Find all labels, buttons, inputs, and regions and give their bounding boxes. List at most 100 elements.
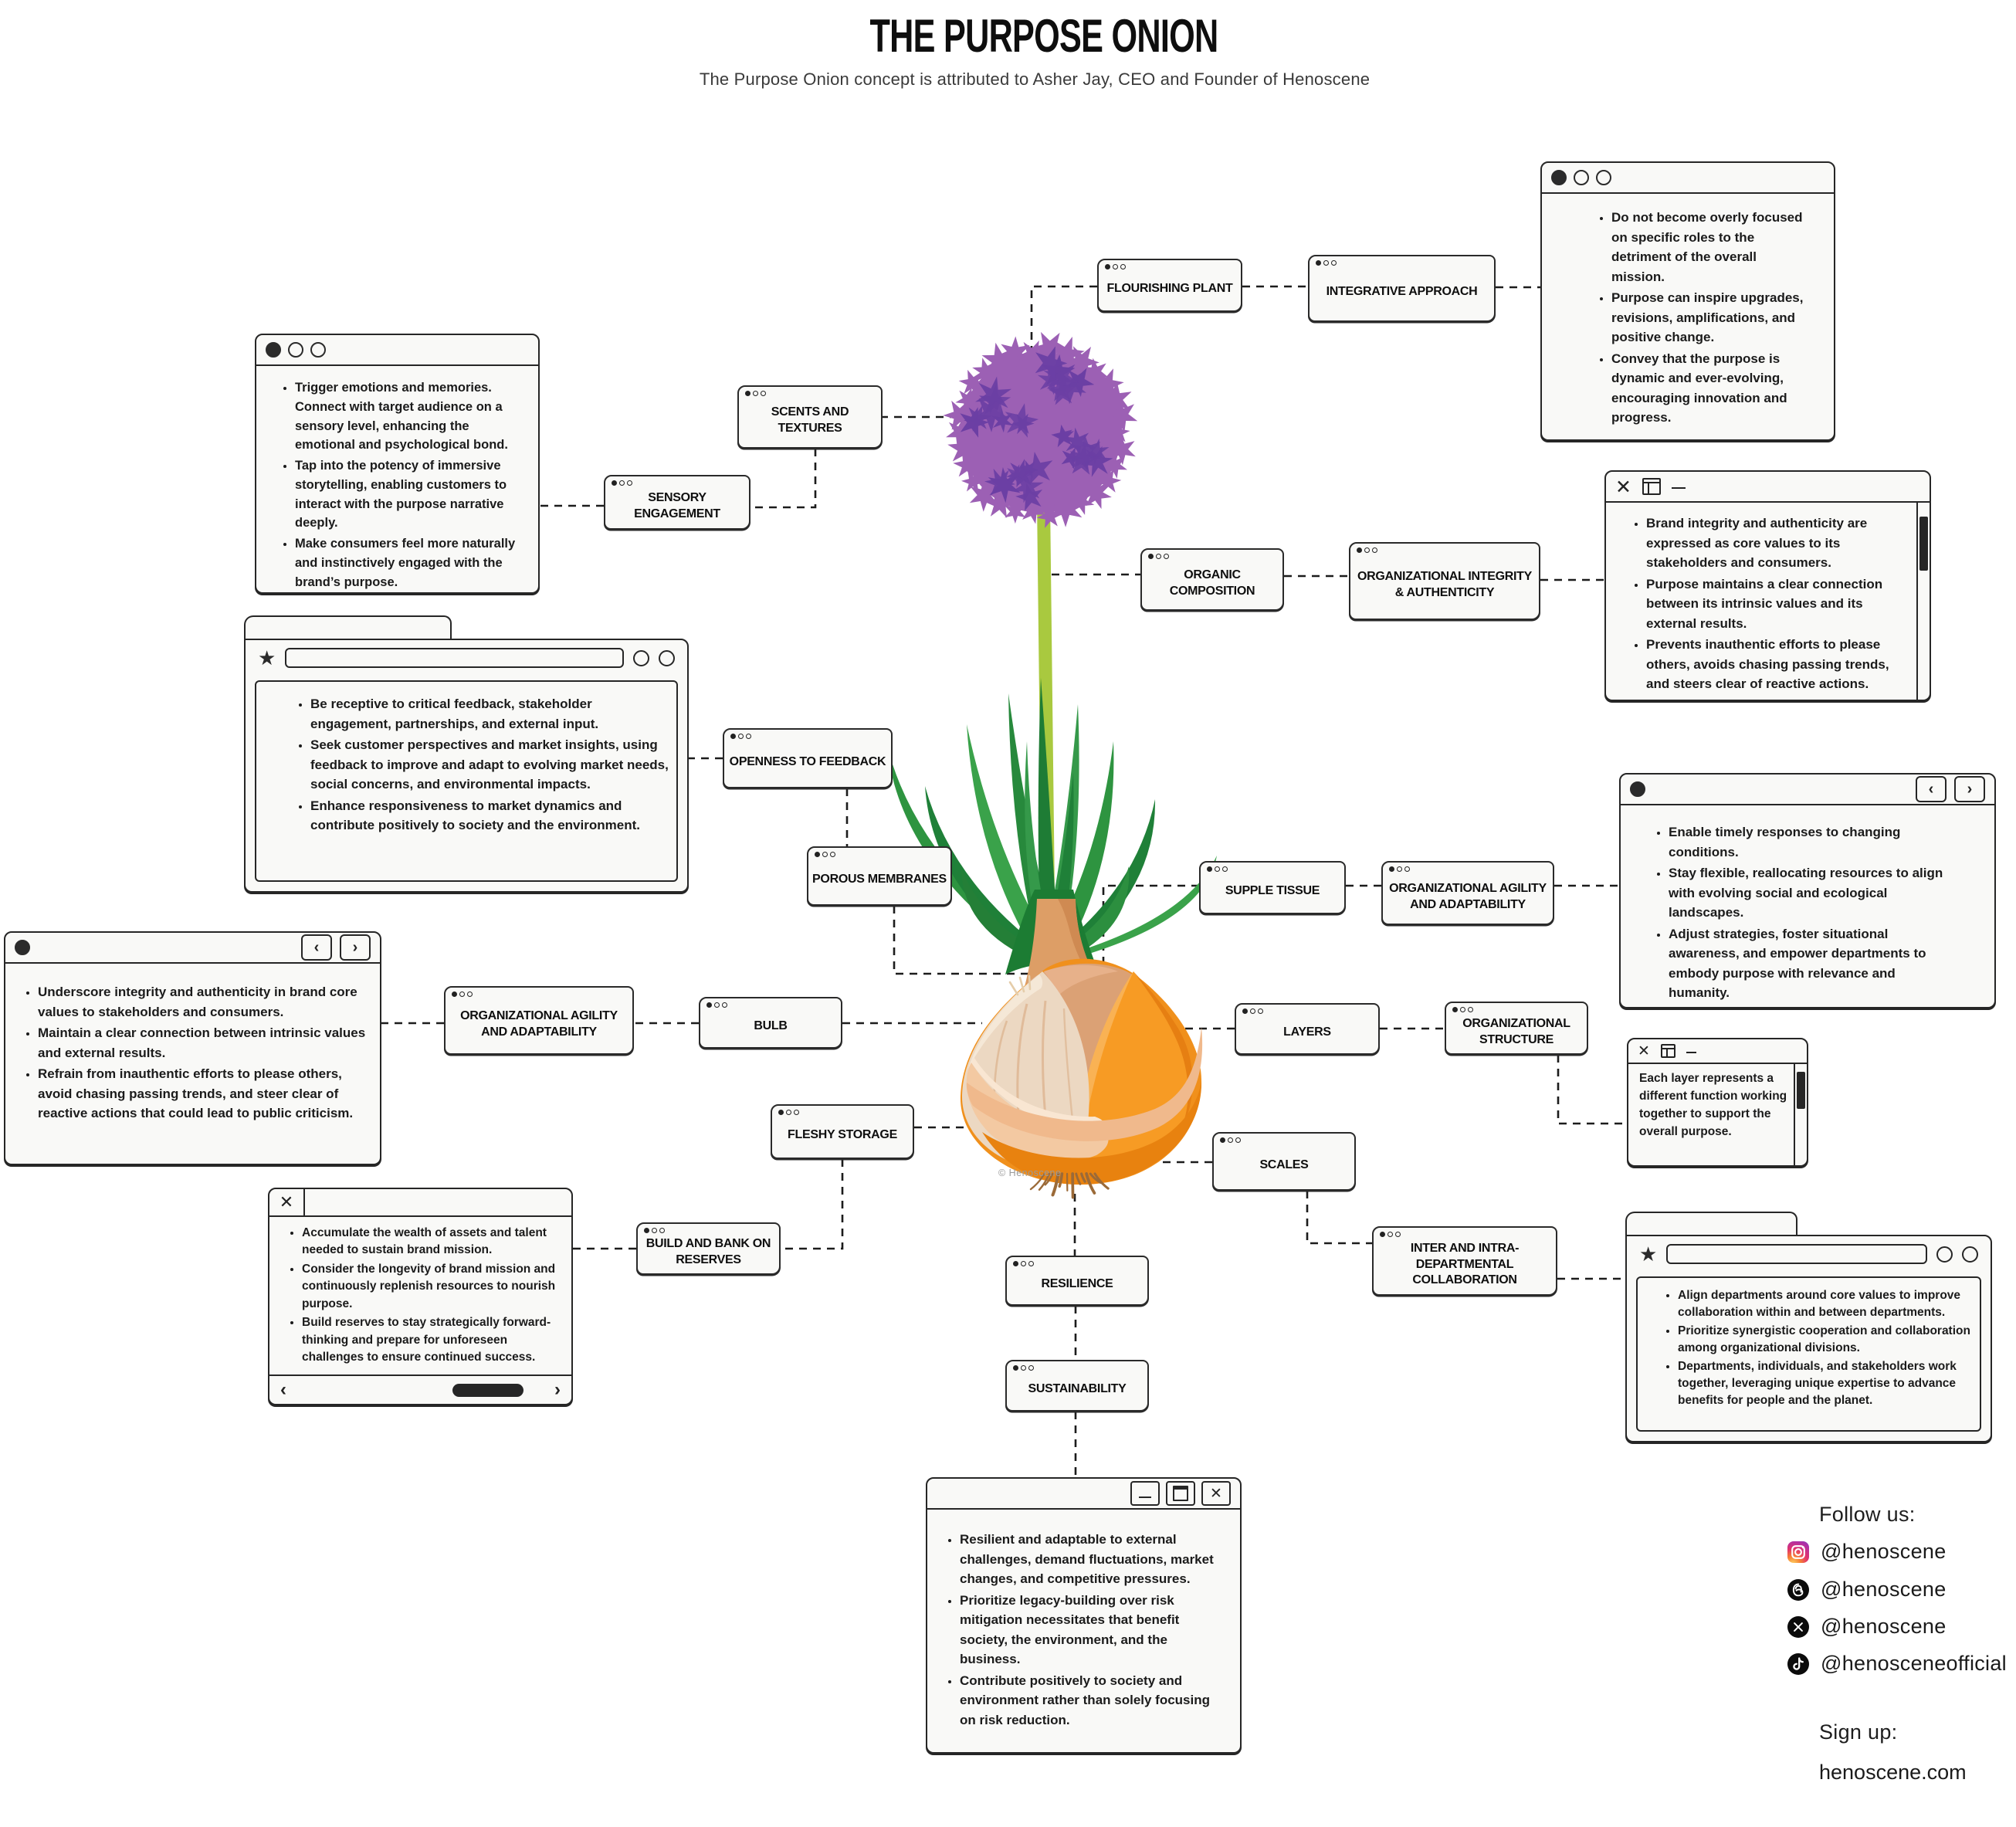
horizontal-scrollbar: ‹ › — [269, 1374, 571, 1404]
window-titlebar: ✕ — [1606, 472, 1930, 503]
window-openness-feedback-notes: ★ Be receptive to critical feedback, sta… — [244, 615, 689, 893]
window-dot-icon — [1551, 170, 1567, 185]
bullet-item: Seek customer perspectives and market in… — [310, 735, 669, 795]
bullet-item: Stay flexible, reallocating resources to… — [1669, 863, 1959, 923]
bullet-item: Do not become overly focused on specific… — [1611, 208, 1811, 286]
bullet-item: Consider the longevity of brand mission … — [302, 1261, 564, 1313]
close-icon: ✕ — [1638, 1042, 1650, 1059]
window-dot-icon — [633, 649, 649, 666]
pane-icon — [1642, 478, 1661, 495]
social-threads-row: @henoscene — [1787, 1578, 1947, 1602]
window-content: Be receptive to critical feedback, stake… — [255, 680, 678, 882]
window-dot-icon — [1936, 1246, 1953, 1263]
node-openness-to-feedback: OPENNESS TO FEEDBACK — [723, 728, 893, 788]
window-dots-icon — [1357, 547, 1377, 553]
scroll-left-icon: ‹ — [280, 1379, 286, 1400]
close-icon: ✕ — [269, 1189, 305, 1215]
bullet-list: Trigger emotions and memories. Connect w… — [275, 378, 527, 591]
window-titlebar: ✕ — [927, 1479, 1240, 1510]
minimize-icon — [1130, 1481, 1160, 1506]
bullet-item: Departments, individuals, and stakeholde… — [1678, 1358, 1974, 1409]
minimize-icon — [1671, 486, 1686, 490]
back-button-icon: ‹ — [1916, 776, 1947, 802]
window-content: Brand integrity and authenticity are exp… — [1606, 503, 1930, 700]
window-titlebar: ✕ — [1628, 1039, 1807, 1064]
window-dots-icon — [1148, 554, 1169, 559]
bullet-list: Align departments around core values to … — [1655, 1287, 1974, 1409]
star-icon: ★ — [258, 646, 276, 669]
bullet-item: Resilient and adaptable to external chal… — [960, 1530, 1228, 1589]
window-sensory-engagement-notes: Trigger emotions and memories. Connect w… — [255, 334, 540, 594]
window-dots-icon — [644, 1228, 665, 1233]
node-layers: LAYERS — [1235, 1003, 1380, 1055]
window-dot-icon — [1596, 170, 1611, 185]
page-title: THE PURPOSE ONION — [869, 10, 1218, 62]
window-dots-icon — [778, 1110, 799, 1115]
allium-flower — [943, 331, 1138, 528]
node-porous-membranes: POROUS MEMBRANES — [807, 846, 952, 906]
node-sustainability: SUSTAINABILITY — [1005, 1360, 1149, 1412]
node-scales: SCALES — [1212, 1132, 1356, 1191]
bullet-item: Underscore integrity and authenticity in… — [38, 982, 366, 1022]
bullet-item: Tap into the potency of immersive storyt… — [295, 456, 527, 533]
forward-button-icon: › — [1954, 776, 1985, 802]
scroll-thumb — [1797, 1072, 1805, 1109]
bullet-item: Refrain from inauthentic efforts to plea… — [38, 1064, 366, 1124]
window-dots-icon — [1242, 1008, 1263, 1014]
window-titlebar: ✕ — [269, 1189, 571, 1217]
bullet-item: Build reserves to stay strategically for… — [302, 1314, 564, 1366]
social-handle: @henoscene — [1821, 1540, 1947, 1563]
window-content: Align departments around core values to … — [1636, 1276, 1981, 1432]
window-dot-icon — [1630, 781, 1645, 797]
copyright-watermark: © Henoscene — [998, 1168, 1062, 1178]
node-bulb: BULB — [699, 997, 842, 1049]
page-subtitle: The Purpose Onion concept is attributed … — [699, 69, 1371, 89]
social-instagram-row: @henoscene — [1787, 1540, 1947, 1564]
maximize-icon — [1166, 1481, 1195, 1506]
note-text: Each layer represents a different functi… — [1639, 1072, 1787, 1138]
bullet-item: Be receptive to critical feedback, stake… — [310, 694, 669, 734]
onion-bulb — [960, 899, 1203, 1199]
window-dots-icon — [452, 991, 473, 997]
threads-icon — [1787, 1578, 1809, 1601]
close-icon: ✕ — [1615, 475, 1631, 498]
node-flourishing-plant: FLOURISHING PLANT — [1097, 259, 1242, 312]
window-dots-icon — [1105, 264, 1126, 269]
node-sensory-engagement: SENSORY ENGAGEMENT — [604, 475, 750, 530]
node-inter-intra-departmental-collaboration: INTER AND INTRA- DEPARTMENTAL COLLABORAT… — [1372, 1226, 1557, 1296]
window-dots-icon — [815, 852, 835, 857]
node-integrative-approach: INTEGRATIVE APPROACH — [1308, 255, 1496, 322]
window-collaboration-notes: ★ Align departments around core values t… — [1625, 1212, 1992, 1442]
node-organic-composition: ORGANIC COMPOSITION — [1140, 548, 1284, 611]
window-integrative-approach-notes: Do not become overly focused on specific… — [1540, 161, 1835, 441]
address-bar — [285, 648, 624, 668]
window-content: Trigger emotions and memories. Connect w… — [256, 366, 538, 598]
node-resilience: RESILIENCE — [1005, 1256, 1149, 1306]
window-titlebar — [256, 335, 538, 366]
node-organizational-integrity-authenticity: ORGANIZATIONAL INTEGRITY & AUTHENTICITY — [1349, 542, 1540, 620]
window-dot-icon — [288, 342, 303, 358]
window-titlebar: ‹ › — [1621, 775, 1994, 805]
star-icon: ★ — [1639, 1242, 1658, 1266]
social-handle: @henoscene — [1821, 1615, 1947, 1638]
scroll-thumb — [1919, 517, 1928, 571]
vertical-scrollbar — [1916, 503, 1930, 700]
window-dots-icon — [706, 1002, 727, 1008]
bullet-item: Maintain a clear connection between intr… — [38, 1023, 366, 1063]
pane-icon — [1660, 1044, 1675, 1058]
bullet-list: Do not become overly focused on specific… — [1591, 208, 1811, 428]
window-dot-icon — [659, 649, 675, 666]
window-agility-right-notes: ‹ › Enable timely responses to changing … — [1619, 773, 1996, 1008]
window-agility-left-notes: ‹ › Underscore integrity and authenticit… — [4, 931, 381, 1165]
window-dot-icon — [1574, 170, 1589, 185]
bullet-item: Contribute positively to society and env… — [960, 1671, 1228, 1730]
window-sustainability-notes: ✕ Resilient and adaptable to external ch… — [926, 1477, 1242, 1754]
node-fleshy-storage: FLESHY STORAGE — [771, 1104, 914, 1159]
address-bar — [1666, 1244, 1927, 1264]
node-build-and-bank-on-reserves: BUILD AND BANK ON RESERVES — [636, 1222, 781, 1275]
vertical-scrollbar — [1794, 1064, 1807, 1165]
window-titlebar — [1542, 163, 1834, 194]
bullet-list: Enable timely responses to changing cond… — [1648, 822, 1959, 1003]
sign-up-label: Sign up: — [1819, 1720, 1898, 1744]
bullet-item: Convey that the purpose is dynamic and e… — [1611, 349, 1811, 428]
